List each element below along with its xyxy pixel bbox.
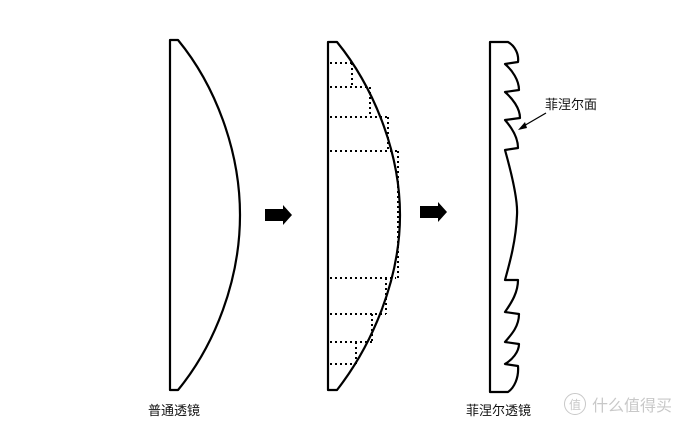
lens-decomposed	[326, 40, 402, 392]
fresnel-lens-label: 菲涅尔透镜	[466, 404, 532, 419]
arrow-right-icon	[265, 205, 292, 225]
pointer-arrow	[518, 112, 547, 130]
watermark-badge: 值	[563, 393, 586, 415]
ordinary-lens	[168, 38, 242, 392]
fresnel-lens	[488, 40, 522, 394]
ordinary-lens-label: 普通透镜	[148, 404, 201, 419]
arrow-right-icon	[420, 202, 447, 222]
watermark-text: 什么值得买	[591, 396, 672, 415]
watermark: 值 什么值得买	[563, 392, 672, 416]
dotted-section-lines	[330, 62, 399, 365]
fresnel-surface-label: 菲涅尔面	[545, 98, 598, 113]
